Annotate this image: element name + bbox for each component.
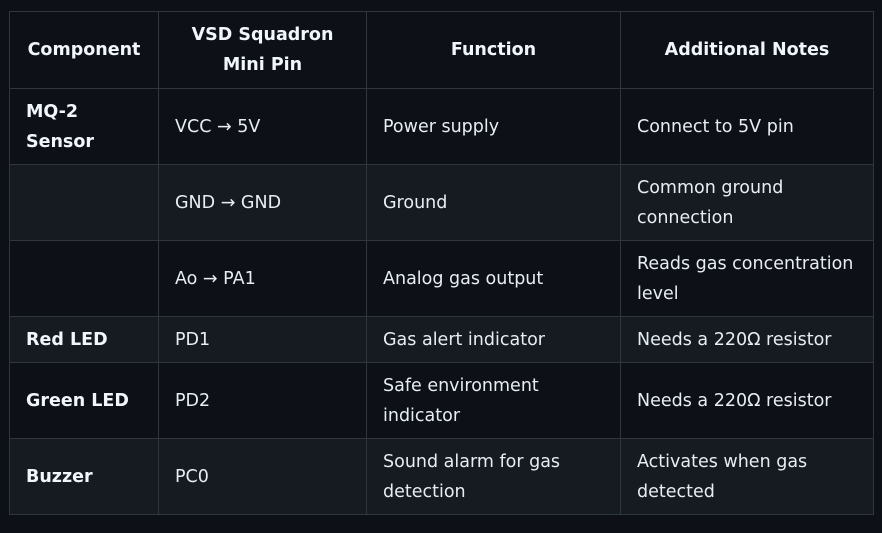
cell-pin: GND → GND: [158, 164, 367, 241]
cell-component: Red LED: [9, 316, 159, 363]
cell-component: [9, 164, 159, 241]
header-function: Function: [366, 11, 621, 89]
cell-notes: Common ground connection: [620, 164, 874, 241]
cell-function: Ground: [366, 164, 621, 241]
table-container: Component VSD Squadron Mini Pin Function…: [9, 11, 874, 515]
cell-component: MQ-2 Sensor: [9, 88, 159, 165]
table-row: Red LED PD1 Gas alert indicator Needs a …: [9, 316, 874, 363]
cell-component: Green LED: [9, 362, 159, 439]
header-component: Component: [9, 11, 159, 89]
cell-function: Sound alarm for gas detection: [366, 438, 621, 515]
cell-component: [9, 240, 159, 317]
cell-function: Analog gas output: [366, 240, 621, 317]
table-row: Buzzer PC0 Sound alarm for gas detection…: [9, 438, 874, 515]
cell-pin: VCC → 5V: [158, 88, 367, 165]
table-row: Ao → PA1 Analog gas output Reads gas con…: [9, 240, 874, 317]
table-row: MQ-2 Sensor VCC → 5V Power supply Connec…: [9, 88, 874, 165]
header-notes: Additional Notes: [620, 11, 874, 89]
table-header-row: Component VSD Squadron Mini Pin Function…: [9, 11, 874, 89]
cell-function: Safe environment indicator: [366, 362, 621, 439]
cell-function: Gas alert indicator: [366, 316, 621, 363]
table-row: Green LED PD2 Safe environment indicator…: [9, 362, 874, 439]
table-row: GND → GND Ground Common ground connectio…: [9, 164, 874, 241]
cell-notes: Connect to 5V pin: [620, 88, 874, 165]
pin-mapping-table: Component VSD Squadron Mini Pin Function…: [9, 11, 874, 515]
cell-pin: Ao → PA1: [158, 240, 367, 317]
cell-notes: Reads gas concentration level: [620, 240, 874, 317]
cell-function: Power supply: [366, 88, 621, 165]
cell-notes: Activates when gas detected: [620, 438, 874, 515]
cell-pin: PD1: [158, 316, 367, 363]
cell-pin: PD2: [158, 362, 367, 439]
cell-notes: Needs a 220Ω resistor: [620, 316, 874, 363]
header-pin: VSD Squadron Mini Pin: [158, 11, 367, 89]
cell-pin: PC0: [158, 438, 367, 515]
cell-component: Buzzer: [9, 438, 159, 515]
cell-notes: Needs a 220Ω resistor: [620, 362, 874, 439]
